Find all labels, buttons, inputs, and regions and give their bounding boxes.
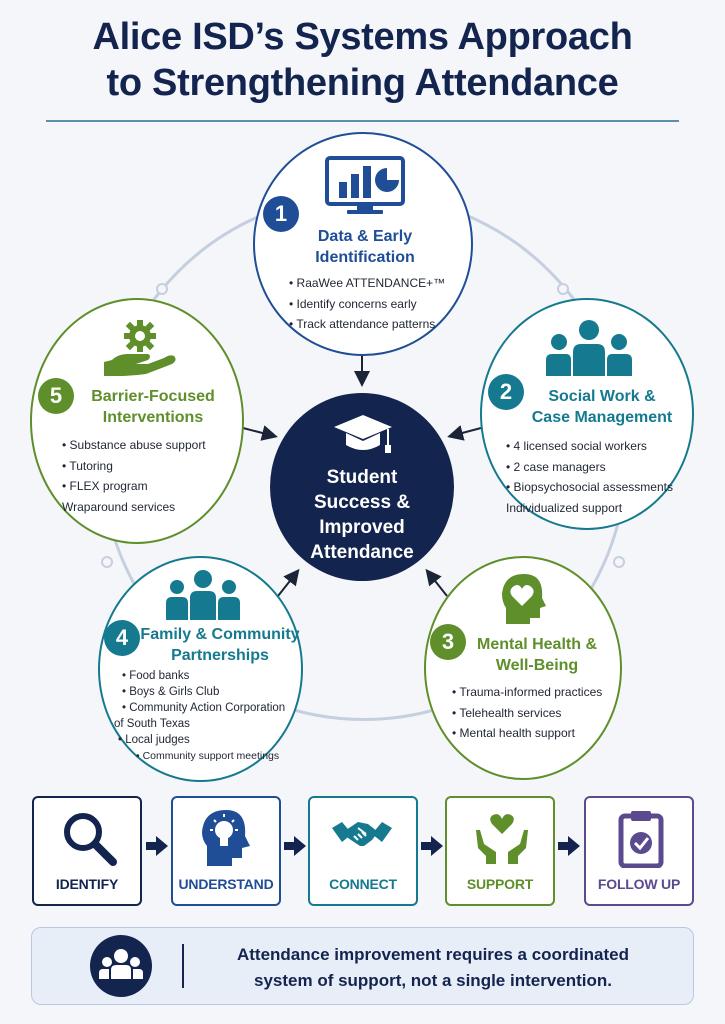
component-family-community: 4 Family & Community Partnerships Food b… bbox=[98, 556, 303, 782]
list-item: Boys & Girls Club bbox=[122, 684, 285, 700]
list-item: Local judges bbox=[118, 732, 285, 748]
component-number: 1 bbox=[263, 196, 299, 232]
list-item: Food banks bbox=[122, 668, 285, 684]
step-understand: UNDERSTAND bbox=[171, 796, 281, 906]
component-data-identification: 1 Data & Early Identification RaaWee ATT… bbox=[253, 132, 473, 356]
ring-dot bbox=[156, 283, 168, 295]
component-number: 3 bbox=[430, 624, 466, 660]
list-item: Substance abuse support bbox=[62, 435, 206, 456]
list-item: 2 case managers bbox=[506, 457, 673, 478]
step-label: CONNECT bbox=[329, 876, 397, 892]
ring-dot bbox=[613, 556, 625, 568]
component-number: 2 bbox=[488, 374, 524, 410]
hand-gear-icon bbox=[104, 320, 176, 376]
summary-banner: Attendance improvement requires a coordi… bbox=[31, 927, 694, 1005]
magnifier-icon bbox=[64, 813, 117, 866]
center-label: Student Success & Improved Attendance bbox=[310, 467, 414, 563]
list-item: Biopsychosocial assessments bbox=[506, 477, 673, 498]
component-mental-health: 3 Mental Health & Well-Being Trauma-info… bbox=[424, 556, 622, 780]
component-number: 4 bbox=[104, 620, 140, 656]
list-item: Track attendance patterns bbox=[289, 314, 445, 335]
component-social-work: 2 Social Work & Case Management 4 licens… bbox=[480, 298, 694, 530]
ring-dot bbox=[101, 556, 113, 568]
handshake-icon bbox=[332, 822, 392, 846]
component-items: Substance abuse support Tutoring FLEX pr… bbox=[62, 435, 206, 517]
list-item: Mental health support bbox=[452, 723, 602, 744]
hands-heart-icon bbox=[476, 814, 528, 864]
component-title: Family & Community Partnerships bbox=[140, 626, 300, 664]
process-steps: IDENTIFY UNDERSTAND CONNECT bbox=[0, 796, 725, 908]
group-icon bbox=[90, 935, 152, 997]
list-item: of South Texas bbox=[114, 718, 190, 730]
graduation-cap-icon bbox=[334, 415, 392, 453]
family-group-icon bbox=[166, 570, 240, 620]
component-barrier-interventions: 5 Barrier-Focused Interventions Substanc… bbox=[30, 298, 244, 544]
component-items: RaaWee ATTENDANCE+™ Identify concerns ea… bbox=[289, 273, 445, 335]
step-label: IDENTIFY bbox=[55, 876, 119, 892]
step-support: SUPPORT bbox=[445, 796, 555, 906]
ring-dot bbox=[557, 283, 569, 295]
banner-divider bbox=[182, 944, 184, 988]
head-lightbulb-icon bbox=[202, 810, 250, 866]
step-label: FOLLOW UP bbox=[597, 876, 681, 892]
head-heart-icon bbox=[502, 574, 546, 624]
list-item: 4 licensed social workers bbox=[506, 436, 673, 457]
step-connect: CONNECT bbox=[308, 796, 418, 906]
page-title: Alice ISD’s Systems Approach to Strength… bbox=[0, 14, 725, 106]
list-item: Individualized support bbox=[506, 500, 623, 515]
component-number: 5 bbox=[38, 378, 74, 414]
list-item: Community Action Corporation bbox=[122, 700, 285, 716]
step-arrow bbox=[421, 836, 443, 856]
step-label: UNDERSTAND bbox=[178, 876, 274, 892]
step-identify: IDENTIFY bbox=[32, 796, 142, 906]
list-item: RaaWee ATTENDANCE+™ bbox=[289, 273, 446, 294]
component-title: Data & Early Identification bbox=[315, 228, 415, 266]
component-title: Barrier-Focused Interventions bbox=[91, 388, 215, 426]
title-divider bbox=[46, 120, 679, 122]
step-arrow bbox=[558, 836, 580, 856]
clipboard-check-icon bbox=[618, 811, 664, 868]
list-item: Trauma-informed practices bbox=[452, 682, 602, 703]
component-title: Social Work & Case Management bbox=[531, 388, 673, 426]
list-item: Tutoring bbox=[62, 456, 206, 477]
step-follow-up: FOLLOW UP bbox=[584, 796, 694, 906]
component-items: Trauma-informed practices Telehealth ser… bbox=[452, 682, 602, 744]
list-item: Wraparound services bbox=[62, 499, 176, 514]
component-items: Food banks Boys & Girls Club Community A… bbox=[114, 668, 285, 764]
center-goal: Student Success & Improved Attendance bbox=[270, 393, 454, 581]
monitor-chart-icon bbox=[325, 156, 405, 214]
step-arrow bbox=[146, 836, 168, 856]
list-item: FLEX program bbox=[62, 476, 206, 497]
list-item: Identify concerns early bbox=[289, 294, 445, 315]
component-title: Mental Health & Well-Being bbox=[476, 636, 597, 674]
step-arrow bbox=[284, 836, 306, 856]
step-label: SUPPORT bbox=[466, 876, 534, 892]
list-item: Community support meetings bbox=[136, 748, 285, 764]
title-line-1: Alice ISD’s Systems Approach bbox=[92, 16, 633, 58]
title-line-2: to Strengthening Attendance bbox=[106, 62, 619, 104]
banner-text: Attendance improvement requires a coordi… bbox=[236, 945, 630, 990]
component-items: 4 licensed social workers 2 case manager… bbox=[506, 436, 673, 518]
team-people-icon bbox=[546, 320, 632, 376]
list-item: Telehealth services bbox=[452, 703, 602, 724]
